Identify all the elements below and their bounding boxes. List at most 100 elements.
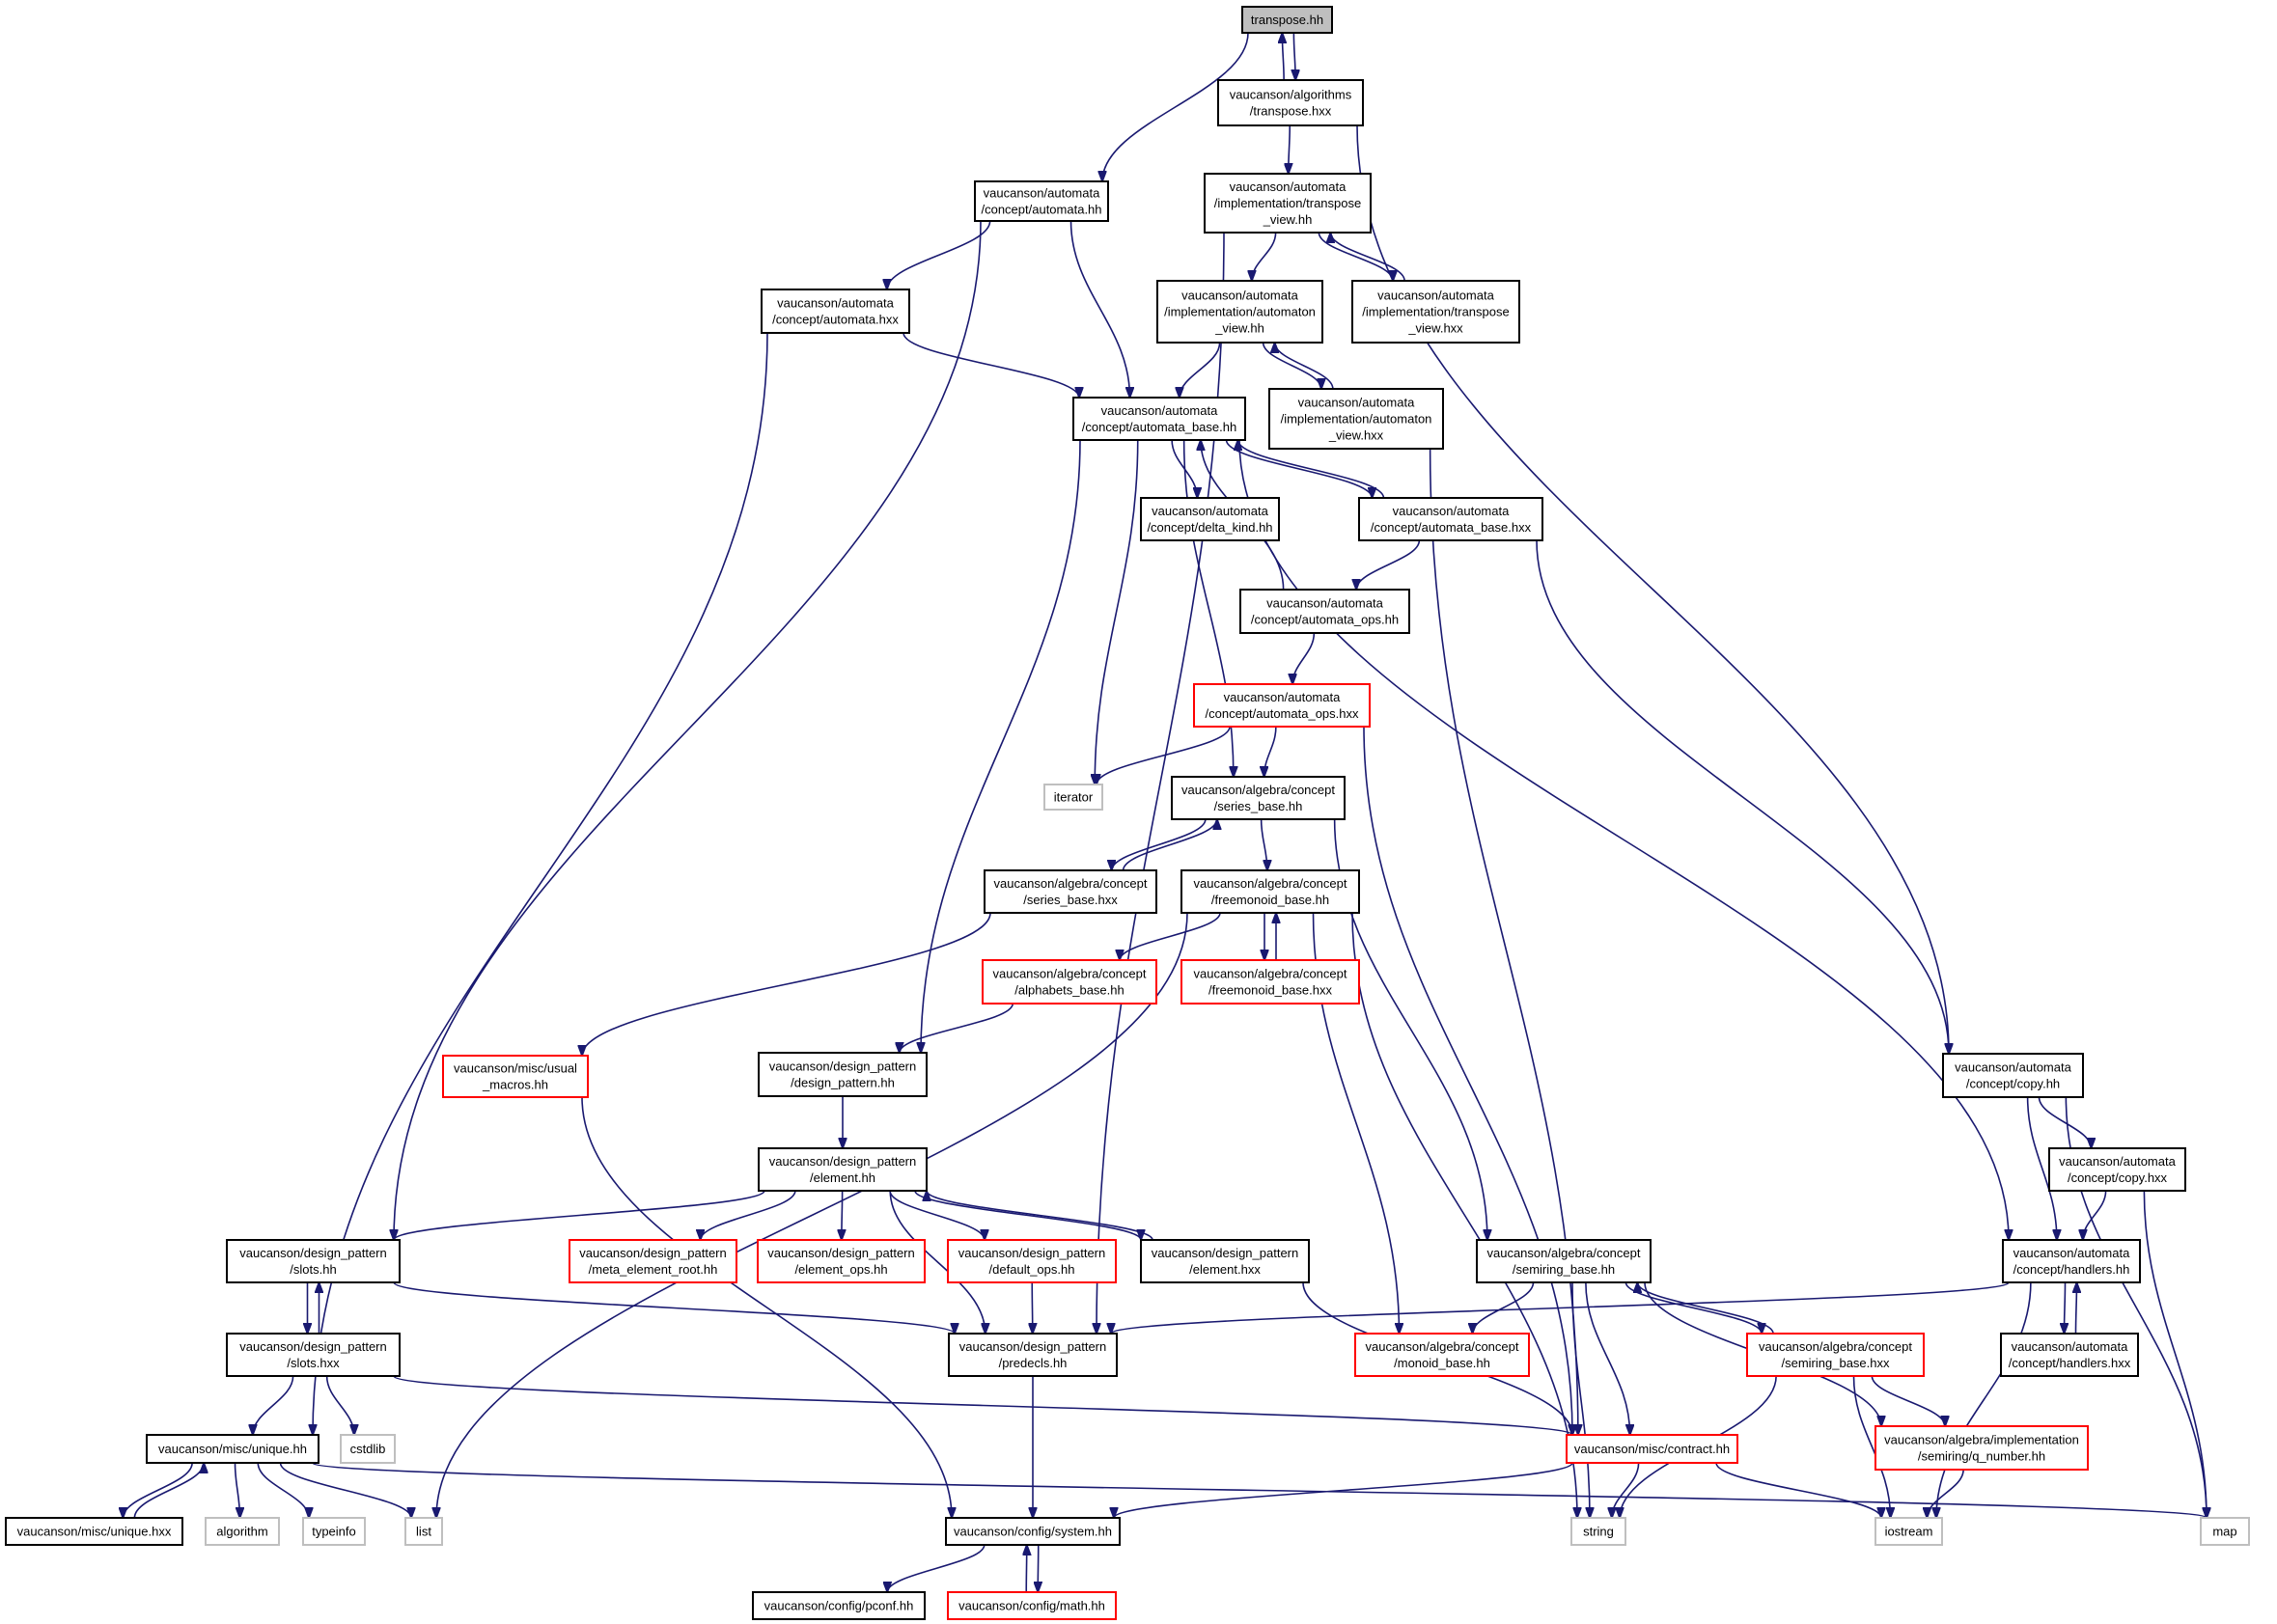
node-cstdlib[interactable]: cstdlib — [340, 1434, 396, 1464]
node-algorithm[interactable]: algorithm — [205, 1517, 280, 1546]
node-label: /concept/automata.hh — [981, 203, 1101, 217]
node-copy-hh[interactable]: vaucanson/automata/concept/copy.hh — [1942, 1053, 2084, 1098]
node-box — [569, 1239, 737, 1283]
edge-transpose-hh-to-alg-transpose-hxx — [1293, 32, 1295, 80]
node-handlers-hh[interactable]: vaucanson/automata/concept/handlers.hh — [2002, 1239, 2141, 1283]
edge-default-ops-hh-to-predecls-hh — [1032, 1281, 1033, 1334]
edge-semiring-base-hh-to-contract-hh — [1585, 1281, 1630, 1435]
node-handlers-hxx[interactable]: vaucanson/automata/concept/handlers.hxx — [2000, 1333, 2139, 1377]
node-impl-transpose-view-hxx[interactable]: vaucanson/automata/implementation/transp… — [1351, 280, 1520, 344]
node-series-base-hxx[interactable]: vaucanson/algebra/concept/series_base.hx… — [984, 869, 1157, 914]
node-box — [1354, 1333, 1530, 1377]
node-pconf-hh[interactable]: vaucanson/config/pconf.hh — [752, 1591, 926, 1620]
node-automata-hh[interactable]: vaucanson/automata/concept/automata.hh — [974, 180, 1109, 222]
edge-usual-macros-hh-to-system-hh — [581, 1096, 952, 1518]
node-label: vaucanson/algebra/concept — [1193, 876, 1347, 891]
node-box — [1180, 869, 1360, 914]
edge-automata-ops-hxx-to-series-base-hh — [1264, 726, 1277, 777]
node-element-ops-hh[interactable]: vaucanson/design_pattern/element_ops.hh — [757, 1239, 926, 1283]
node-label: cstdlib — [350, 1442, 386, 1456]
node-map[interactable]: map — [2200, 1517, 2250, 1546]
node-automata-ops-hh[interactable]: vaucanson/automata/concept/automata_ops.… — [1239, 589, 1410, 634]
node-unique-hxx[interactable]: vaucanson/misc/unique.hxx — [5, 1517, 183, 1546]
node-box — [146, 1434, 319, 1464]
node-label: _view.hxx — [1328, 428, 1384, 443]
node-element-hxx[interactable]: vaucanson/design_pattern/element.hxx — [1140, 1239, 1310, 1283]
node-box — [974, 180, 1109, 222]
edge-unique-hxx-to-unique-hh — [133, 1463, 204, 1519]
node-label: string — [1583, 1525, 1614, 1539]
node-automata-base-hxx[interactable]: vaucanson/automata/concept/automata_base… — [1358, 497, 1543, 541]
node-label: vaucanson/automata — [1266, 596, 1383, 611]
node-box — [1193, 683, 1371, 728]
node-automata-hxx[interactable]: vaucanson/automata/concept/automata.hxx — [761, 289, 910, 334]
node-freemonoid-base-hh[interactable]: vaucanson/algebra/concept/freemonoid_bas… — [1180, 869, 1360, 914]
node-box — [984, 869, 1157, 914]
node-freemonoid-base-hxx[interactable]: vaucanson/algebra/concept/freemonoid_bas… — [1180, 959, 1360, 1005]
node-element-hh[interactable]: vaucanson/design_pattern/element.hh — [758, 1147, 928, 1192]
node-box — [2048, 1147, 2186, 1192]
edge-freemonoid-base-hh-to-alphabets-base-hh — [1120, 912, 1221, 960]
node-monoid-base-hh[interactable]: vaucanson/algebra/concept/monoid_base.hh — [1354, 1333, 1530, 1377]
node-unique-hh[interactable]: vaucanson/misc/unique.hh — [146, 1434, 319, 1464]
node-semiring-base-hh[interactable]: vaucanson/algebra/concept/semiring_base.… — [1476, 1239, 1652, 1283]
node-box — [340, 1434, 396, 1464]
node-design-pattern-hh[interactable]: vaucanson/design_pattern/design_pattern.… — [758, 1052, 928, 1097]
edge-element-hxx-to-element-hh — [927, 1191, 1153, 1241]
node-box — [758, 1147, 928, 1192]
node-alg-transpose-hxx[interactable]: vaucanson/algorithms/transpose.hxx — [1217, 79, 1364, 126]
edge-automata-hh-to-slots-hh — [394, 220, 982, 1240]
node-slots-hxx[interactable]: vaucanson/design_pattern/slots.hxx — [226, 1333, 401, 1377]
node-label: vaucanson/design_pattern — [767, 1246, 915, 1260]
node-meta-element-root-hh[interactable]: vaucanson/design_pattern/meta_element_ro… — [569, 1239, 737, 1283]
node-system-hh[interactable]: vaucanson/config/system.hh — [945, 1517, 1121, 1546]
edge-freemonoid-base-hh-to-list — [436, 912, 1188, 1518]
node-semiring-base-hxx[interactable]: vaucanson/algebra/concept/semiring_base.… — [1746, 1333, 1925, 1377]
node-series-base-hh[interactable]: vaucanson/algebra/concept/series_base.hh — [1171, 776, 1346, 820]
node-usual-macros-hh[interactable]: vaucanson/misc/usual_macros.hh — [442, 1055, 589, 1098]
edge-alg-transpose-hxx-to-transpose-hh — [1282, 33, 1284, 81]
node-label: vaucanson/design_pattern — [958, 1246, 1106, 1260]
node-box — [1043, 784, 1103, 811]
node-box — [1156, 280, 1323, 344]
edge-slots-hxx-to-unique-hh — [253, 1375, 294, 1435]
edge-impl-automaton-view-hxx-to-impl-automaton-view-hh — [1275, 343, 1334, 390]
node-label: vaucanson/algebra/concept — [1181, 783, 1335, 797]
edge-unique-hh-to-map — [312, 1462, 2207, 1518]
edge-automata-hh-to-automata-base-hh — [1069, 220, 1130, 398]
node-impl-automaton-view-hh[interactable]: vaucanson/automata/implementation/automa… — [1156, 280, 1323, 344]
header-nodes: transpose.hh vaucanson/algorithms/transpo… — [5, 6, 2250, 1620]
node-automata-ops-hxx[interactable]: vaucanson/automata/concept/automata_ops.… — [1193, 683, 1371, 728]
node-impl-transpose-view-hh[interactable]: vaucanson/automata/implementation/transp… — [1204, 173, 1372, 234]
node-predecls-hh[interactable]: vaucanson/design_pattern/predecls.hh — [948, 1333, 1118, 1377]
node-label: /implementation/automaton — [1281, 412, 1432, 427]
edge-unique-hh-to-list — [279, 1462, 412, 1518]
node-list[interactable]: list — [404, 1517, 443, 1546]
node-contract-hh[interactable]: vaucanson/misc/contract.hh — [1566, 1434, 1738, 1464]
node-label: vaucanson/algorithms — [1230, 88, 1352, 102]
edge-alg-transpose-hxx-to-impl-transpose-view-hh — [1289, 124, 1291, 174]
edge-automata-base-hxx-to-copy-hh — [1536, 539, 1949, 1054]
edge-automata-ops-hxx-to-contract-hh — [1363, 726, 1572, 1435]
node-alphabets-base-hh[interactable]: vaucanson/algebra/concept/alphabets_base… — [982, 959, 1157, 1005]
node-iterator[interactable]: iterator — [1043, 784, 1103, 811]
node-box — [1140, 1239, 1310, 1283]
node-iostream[interactable]: iostream — [1874, 1517, 1943, 1546]
edge-copy-hh-to-copy-hxx — [2038, 1096, 2092, 1148]
edge-impl-transpose-view-hh-to-impl-automaton-view-hh — [1252, 232, 1277, 281]
node-box — [2002, 1239, 2141, 1283]
node-box — [302, 1517, 366, 1546]
node-string[interactable]: string — [1570, 1517, 1626, 1546]
node-transpose-hh[interactable]: transpose.hh — [1241, 6, 1333, 34]
edge-handlers-hh-to-handlers-hxx — [2065, 1281, 2066, 1334]
node-slots-hh[interactable]: vaucanson/design_pattern/slots.hh — [226, 1239, 401, 1283]
edge-impl-transpose-view-hh-to-impl-transpose-view-hxx — [1318, 232, 1393, 281]
node-automata-base-hh[interactable]: vaucanson/automata/concept/automata_base… — [1072, 397, 1246, 441]
node-default-ops-hh[interactable]: vaucanson/design_pattern/default_ops.hh — [947, 1239, 1117, 1283]
node-impl-automaton-view-hxx[interactable]: vaucanson/automata/implementation/automa… — [1268, 388, 1444, 450]
node-math-hh[interactable]: vaucanson/config/math.hh — [947, 1591, 1117, 1620]
node-delta-kind-hh[interactable]: vaucanson/automata/concept/delta_kind.hh — [1140, 497, 1280, 541]
node-typeinfo[interactable]: typeinfo — [302, 1517, 366, 1546]
node-copy-hxx[interactable]: vaucanson/automata/concept/copy.hxx — [2048, 1147, 2186, 1192]
node-q-number-hh[interactable]: vaucanson/algebra/implementation/semirin… — [1874, 1425, 2089, 1471]
